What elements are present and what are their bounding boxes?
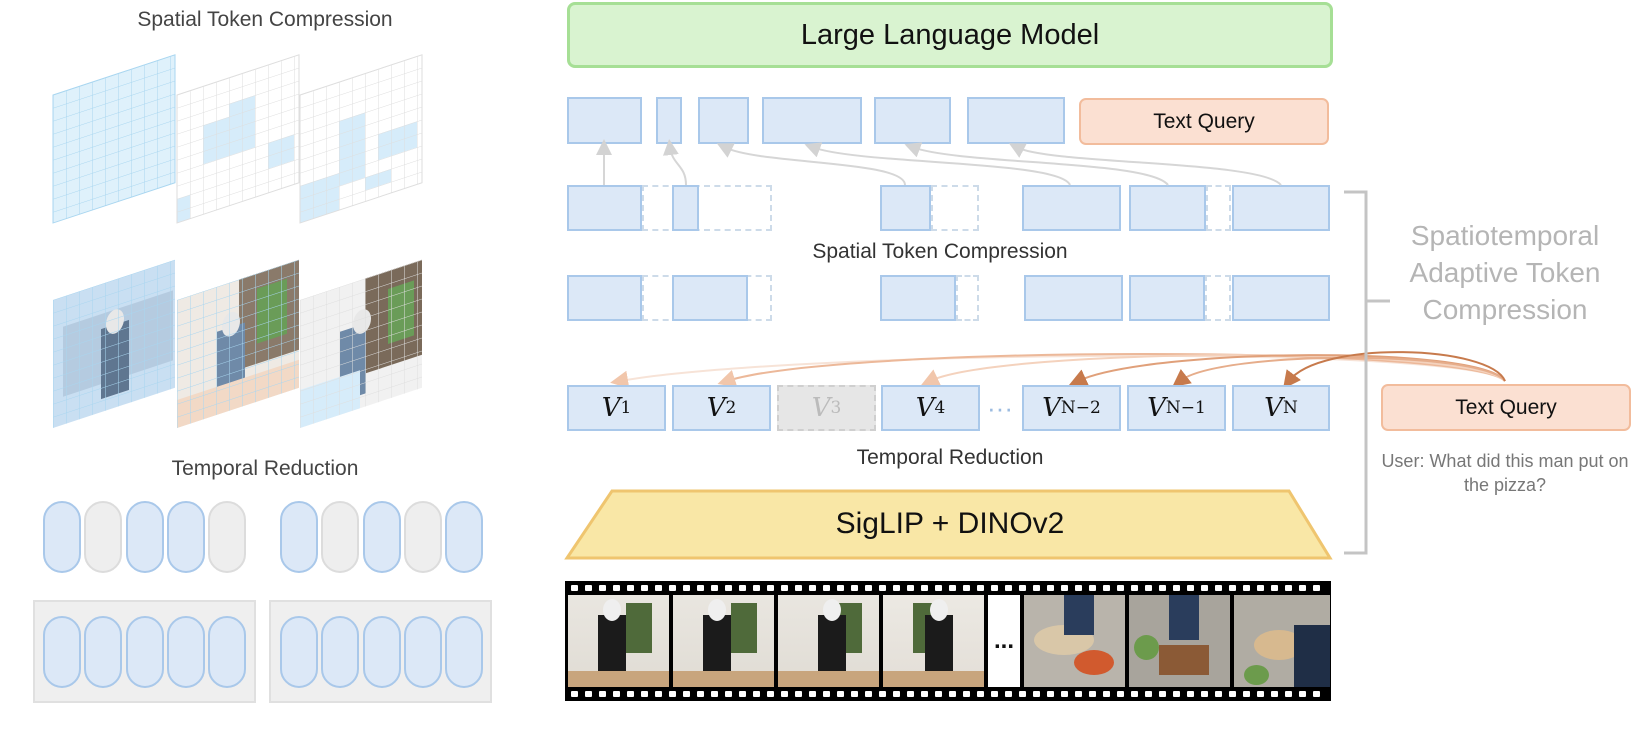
spatial-token-pruned (1206, 185, 1231, 231)
spatial-token (1024, 275, 1123, 321)
video-frame (1024, 595, 1125, 687)
video-frame (568, 595, 669, 687)
spatial-token (672, 275, 748, 321)
spatial-grid-sparse-2 (299, 54, 423, 224)
temporal-pill (43, 501, 81, 573)
temporal-pill (43, 616, 81, 688)
video-frame (1234, 595, 1330, 687)
spatial-token (567, 185, 642, 231)
spatial-token (1022, 185, 1121, 231)
spatial-token (880, 275, 956, 321)
spatial-compression-label: Spatial Token Compression (812, 240, 1068, 263)
temporal-reduction-label: Temporal Reduction (856, 446, 1044, 469)
video-frame (1129, 595, 1230, 687)
spatial-token (567, 275, 642, 321)
spatial-grids-illustration (52, 54, 423, 428)
user-question: User: What did this man put on the pizza… (1381, 451, 1629, 495)
temporal-pill-dropped (404, 501, 442, 573)
spatial-grid-sparse-1 (176, 54, 300, 224)
temporal-pill (280, 616, 318, 688)
video-frame (673, 595, 774, 687)
llm-block: Large Language Model (567, 2, 1333, 68)
encoder-label: SigLIP + DINOv2 (835, 507, 1065, 540)
temporal-pill (126, 501, 164, 573)
left-temporal-title: Temporal Reduction (171, 457, 359, 480)
text-query-input: Text Query (1381, 384, 1631, 431)
spatial-token (672, 185, 699, 231)
spatial-token (880, 185, 931, 231)
video-filmstrip: ... (565, 581, 1331, 701)
llm-input-token (567, 97, 642, 144)
temporal-pill (445, 616, 483, 688)
encoder-trapezoid (564, 489, 1333, 560)
frame-illustration-1 (53, 259, 175, 428)
temporal-pill (167, 501, 205, 573)
temporal-pill (445, 501, 483, 573)
temporal-pill (321, 616, 359, 688)
temporal-pill (84, 616, 122, 688)
spatiotemporal-compression-label: Spatiotemporal Adaptive Token Compressio… (1409, 220, 1601, 325)
video-frame (778, 595, 879, 687)
spatial-token (1129, 185, 1206, 231)
spatial-token-pruned (956, 275, 979, 321)
temporal-pill (167, 616, 205, 688)
text-query-token-top: Text Query (1079, 98, 1329, 145)
spatial-token-pruned (642, 185, 772, 231)
temporal-pill (404, 616, 442, 688)
spatial-token (1232, 185, 1330, 231)
temporal-pill (280, 501, 318, 573)
llm-input-token (762, 97, 862, 144)
temporal-pill-dropped (321, 501, 359, 573)
left-spatial-title: Spatial Token Compression (137, 8, 393, 31)
llm-input-token (656, 97, 682, 144)
video-frame (883, 595, 984, 687)
frame-illustration-2 (177, 259, 299, 428)
spatial-token-pruned (1205, 275, 1231, 321)
spatial-grid-full (52, 54, 176, 224)
temporal-pill (363, 616, 401, 688)
temporal-pill (126, 616, 164, 688)
spatial-token (1232, 275, 1330, 321)
frame-illustration-3 (300, 259, 422, 428)
llm-input-token (967, 97, 1065, 144)
temporal-pill (208, 616, 246, 688)
spatial-token (1129, 275, 1205, 321)
token-ellipsis: ··· (987, 393, 1013, 423)
film-perforations (571, 585, 1320, 697)
film-ellipsis-frame: ... (988, 595, 1020, 687)
temporal-pill-dropped (208, 501, 246, 573)
llm-input-token (698, 97, 749, 144)
temporal-pill (363, 501, 401, 573)
spatial-token-pruned (931, 185, 979, 231)
temporal-pill-dropped (84, 501, 122, 573)
